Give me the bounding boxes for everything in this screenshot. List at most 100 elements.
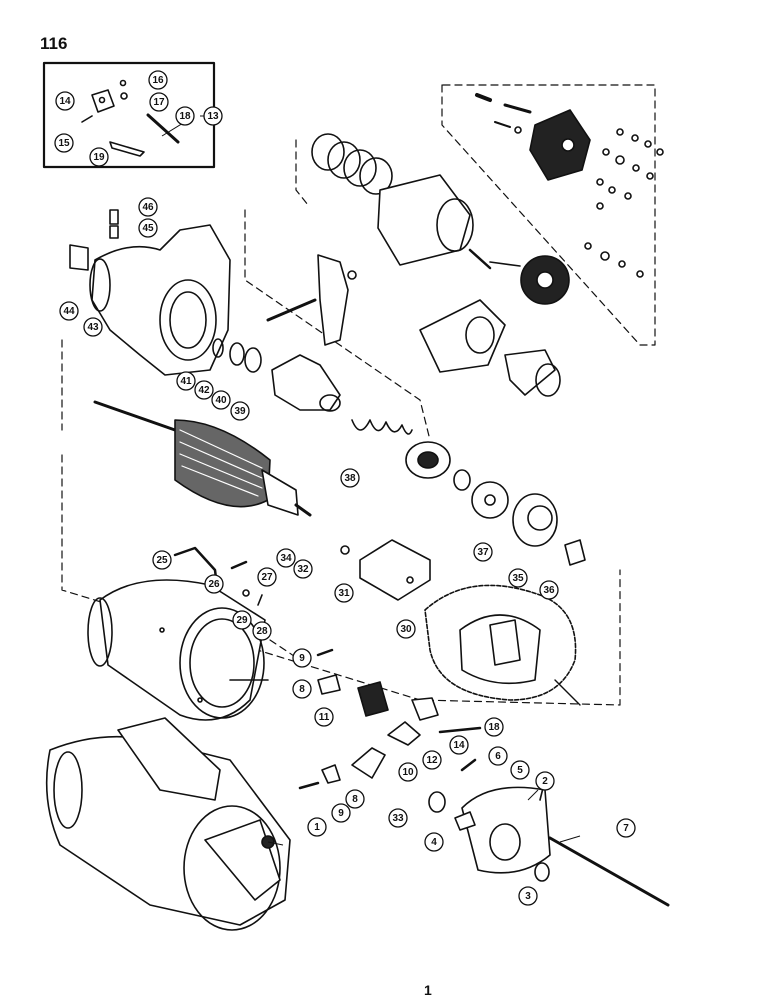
- callout-circle: [55, 91, 75, 111]
- callout-label: 6: [495, 751, 501, 762]
- callout-circle: [340, 468, 360, 488]
- callout-18: 18: [175, 106, 195, 126]
- callout-circle: [616, 818, 636, 838]
- callout-13: 13: [203, 106, 223, 126]
- callout-circle: [230, 401, 250, 421]
- callout-42: 42: [194, 380, 214, 400]
- callout-5: 5: [510, 760, 530, 780]
- callout-7: 7: [616, 818, 636, 838]
- callout-circle: [232, 610, 252, 630]
- callout-46: 46: [138, 197, 158, 217]
- solenoid-body: [377, 174, 492, 270]
- callout-circle: [292, 648, 312, 668]
- callout-label: 29: [236, 615, 248, 626]
- callout-label: 45: [142, 223, 154, 234]
- callout-label: 14: [453, 740, 465, 751]
- callout-circle: [204, 574, 224, 594]
- callout-label: 2: [542, 776, 548, 787]
- callout-circle: [211, 390, 231, 410]
- callout-circle: [388, 808, 408, 828]
- callout-circle: [334, 583, 354, 603]
- callout-circle: [89, 147, 109, 167]
- callout-label: 3: [525, 891, 531, 902]
- callout-43: 43: [83, 317, 103, 337]
- callout-34: 34: [276, 548, 296, 568]
- callout-label: 27: [261, 572, 273, 583]
- assembled-starter: [45, 717, 291, 931]
- contact-disc: [489, 255, 570, 305]
- callout-circle: [149, 92, 169, 112]
- callout-circle: [307, 817, 327, 837]
- callout-circle: [422, 750, 442, 770]
- callout-circle: [484, 717, 504, 737]
- callout-44: 44: [59, 301, 79, 321]
- callout-circle: [138, 197, 158, 217]
- callout-label: 42: [198, 385, 210, 396]
- callout-circle: [148, 70, 168, 90]
- callout-label: 18: [179, 111, 191, 122]
- callout-circle: [508, 568, 528, 588]
- callout-circle: [293, 559, 313, 579]
- callout-circle: [59, 301, 79, 321]
- callout-label: 5: [517, 765, 523, 776]
- callout-29: 29: [232, 610, 252, 630]
- callout-label: 19: [93, 152, 105, 163]
- callout-label: 18: [488, 722, 500, 733]
- callout-label: 9: [299, 653, 305, 664]
- callout-label: 43: [87, 322, 99, 333]
- armature: [93, 400, 312, 517]
- callout-38: 38: [340, 468, 360, 488]
- callout-2: 2: [535, 771, 555, 791]
- callout-41: 41: [176, 371, 196, 391]
- callout-45: 45: [138, 218, 158, 238]
- drive-washers: [212, 338, 262, 373]
- callout-circle: [539, 580, 559, 600]
- callout-circle: [54, 133, 74, 153]
- callout-14: 14: [55, 91, 75, 111]
- callout-label: 38: [344, 473, 356, 484]
- callout-26: 26: [204, 574, 224, 594]
- callout-label: 40: [215, 395, 227, 406]
- callout-label: 33: [392, 813, 404, 824]
- callout-label: 12: [426, 755, 438, 766]
- callout-40: 40: [211, 390, 231, 410]
- callout-label: 10: [402, 767, 414, 778]
- callout-label: 30: [400, 624, 412, 635]
- callout-label: 7: [623, 823, 629, 834]
- callout-1: 1: [307, 817, 327, 837]
- callout-8: 8: [345, 789, 365, 809]
- callout-label: 9: [338, 808, 344, 819]
- callout-circle: [518, 886, 538, 906]
- callout-27: 27: [257, 567, 277, 587]
- callout-label: 44: [63, 306, 75, 317]
- callout-10: 10: [398, 762, 418, 782]
- drive-spring: [351, 419, 471, 491]
- callout-16: 16: [148, 70, 168, 90]
- callout-label: 14: [59, 96, 71, 107]
- callout-label: 1: [314, 822, 320, 833]
- callout-circle: [424, 832, 444, 852]
- shift-lever: [266, 254, 357, 346]
- callout-31: 31: [334, 583, 354, 603]
- callout-label: 41: [180, 376, 192, 387]
- callout-4: 4: [424, 832, 444, 852]
- callout-3: 3: [518, 886, 538, 906]
- drive-pinion: [271, 299, 561, 412]
- callout-label: 34: [280, 553, 292, 564]
- callout-circle: [138, 218, 158, 238]
- callout-label: 35: [512, 573, 524, 584]
- solenoid-cap: [529, 109, 591, 181]
- callout-17: 17: [149, 92, 169, 112]
- callout-label: 46: [142, 202, 154, 213]
- field-coils: [424, 584, 581, 706]
- callout-label: 4: [431, 837, 437, 848]
- brush-parts: [298, 648, 482, 790]
- callout-circle: [345, 789, 365, 809]
- drive-housing: [69, 209, 231, 376]
- callout-label: 13: [207, 111, 219, 122]
- callout-circle: [292, 679, 312, 699]
- callout-circle: [152, 550, 172, 570]
- callout-label: 39: [234, 406, 246, 417]
- callout-circle: [473, 542, 493, 562]
